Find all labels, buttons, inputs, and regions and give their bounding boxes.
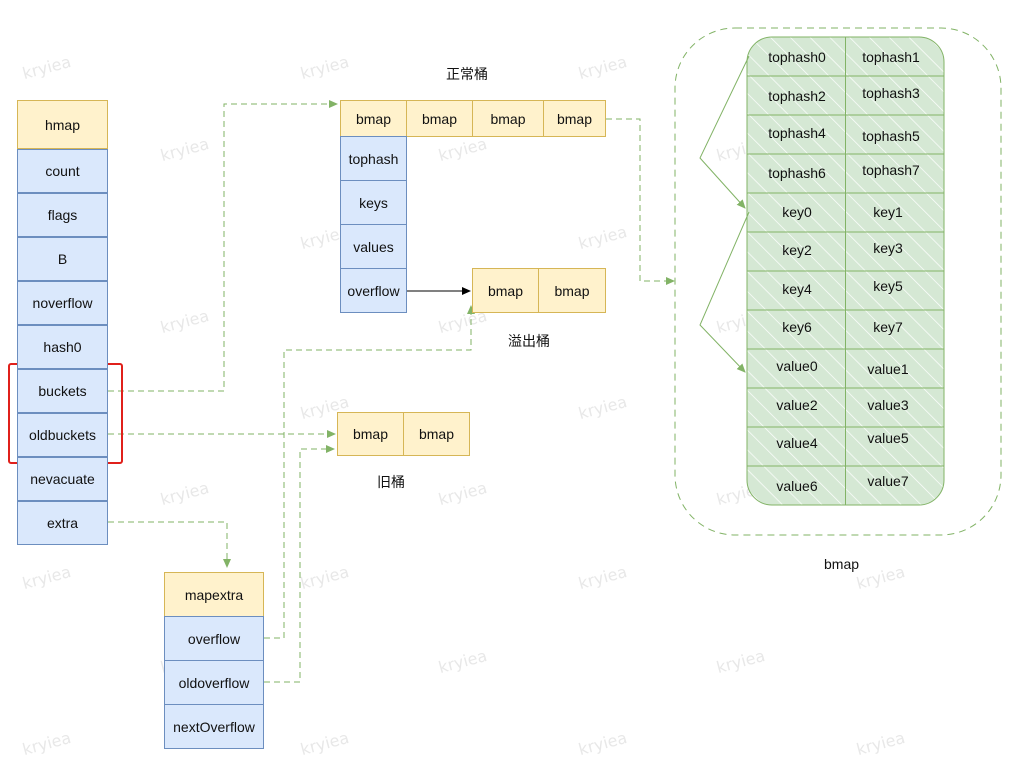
bmap-cell: tophash3 [862, 85, 920, 101]
bmap-cell: key7 [873, 319, 903, 335]
bmap-cell: value2 [776, 397, 818, 413]
bmap-cell: value7 [867, 473, 909, 489]
bmap-cell: key6 [782, 319, 812, 335]
bmap-cell: tophash5 [862, 128, 920, 144]
old-bucket-bmap: bmap [337, 412, 404, 456]
hmap-header: hmap [17, 100, 108, 149]
bmap-field-tophash: tophash [340, 136, 407, 181]
hmap-field-flags: flags [17, 193, 108, 237]
normal-bucket-to-bmap-detail-arrow [606, 118, 675, 285]
mapextra-field-overflow: overflow [164, 616, 264, 661]
mapextra-header: mapextra [164, 572, 264, 617]
bmap-container [674, 27, 1002, 536]
overflow-bucket-bmap: bmap [472, 268, 539, 313]
keys-to-values-connector [699, 211, 750, 373]
bmap-cell: key2 [782, 242, 812, 258]
bmap-cell: tophash2 [768, 88, 826, 104]
normal-bucket-label: 正常桶 [446, 66, 488, 82]
hmap-field-b: B [17, 237, 108, 281]
normal-bucket-bmap: bmap [406, 100, 473, 137]
normal-bucket-bmap: bmap [472, 100, 544, 137]
mapextra-overflow-to-overflow-bucket-arrow [264, 305, 475, 639]
hmap-field-hash0: hash0 [17, 325, 108, 369]
bmap-cell: value6 [776, 478, 818, 494]
mapextra-field-nextoverflow: nextOverflow [164, 704, 264, 749]
bmap-field-overflow: overflow [340, 268, 407, 313]
mapextra-oldoverflow-to-old-bucket-arrow [264, 445, 335, 683]
hmap-field-count: count [17, 149, 108, 193]
mapextra-field-oldoverflow: oldoverflow [164, 660, 264, 705]
bmap-cell: value1 [867, 361, 909, 377]
bmap-cell: key0 [782, 204, 812, 220]
bmap-cell: key4 [782, 281, 812, 297]
overflow-bucket-label: 溢出桶 [508, 333, 550, 349]
bmap-detail-label: bmap [824, 556, 860, 572]
hmap-field-oldbuckets: oldbuckets [17, 413, 108, 457]
bmap-cell: tophash6 [768, 165, 826, 181]
hmap-field-extra: extra [17, 501, 108, 545]
bmap-cell: key5 [873, 278, 903, 294]
normal-bucket-bmap: bmap [340, 100, 407, 137]
bmap-cell: value4 [776, 435, 818, 451]
bmap-cell: value3 [867, 397, 909, 413]
overflow-bucket-bmap: bmap [538, 268, 606, 313]
buckets-to-normal-bucket-arrow [108, 100, 338, 392]
bmap-cell: tophash0 [768, 49, 826, 65]
bmap-cell: value5 [867, 430, 909, 446]
extra-to-mapextra-arrow [108, 521, 231, 568]
hmap-field-noverflow: noverflow [17, 281, 108, 325]
bmap-table-grid [747, 37, 944, 505]
old-bucket-label: 旧桶 [377, 474, 405, 490]
bmap-cell: value0 [776, 358, 818, 374]
bmap-field-keys: keys [340, 180, 407, 225]
hmap-field-buckets: buckets [17, 369, 108, 413]
bmap-cell: key1 [873, 204, 903, 220]
bmap-cell: key3 [873, 240, 903, 256]
bmap-field-values: values [340, 224, 407, 269]
normal-bucket-bmap: bmap [543, 100, 606, 137]
bmap-cell: tophash4 [768, 125, 826, 141]
bmap-cell: tophash7 [862, 162, 920, 178]
hmap-field-nevacuate: nevacuate [17, 457, 108, 501]
old-bucket-bmap: bmap [403, 412, 470, 456]
tophash-to-keys-connector [699, 55, 750, 209]
bmap-cell: tophash1 [862, 49, 920, 65]
